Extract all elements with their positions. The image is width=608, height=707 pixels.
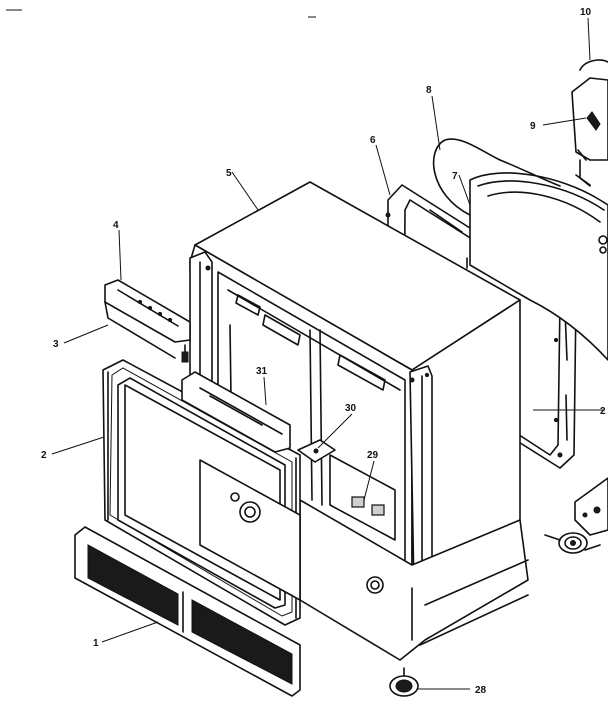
leader-6 [375, 144, 391, 196]
leader-4 [118, 229, 122, 281]
bracket-part-30 [297, 439, 336, 463]
picture-tube-part-7 [469, 172, 608, 361]
callout-2: 2 [41, 450, 47, 461]
leader-5 [231, 171, 259, 211]
leader-31 [263, 376, 267, 406]
callout-31: 31 [256, 366, 268, 377]
inner-front-panel [199, 459, 301, 601]
callout-8: 8 [426, 85, 432, 96]
callout-10: 10 [580, 7, 592, 18]
callout-28: 28 [475, 685, 487, 696]
callout-30: 30 [345, 403, 357, 414]
callout-3: 3 [53, 339, 59, 350]
control-panel-part-31 [181, 371, 291, 453]
leader-2 [51, 436, 105, 455]
leader-9 [542, 117, 587, 126]
speaker-grille-part-1 [74, 526, 301, 697]
leader-8 [431, 95, 441, 151]
leader-10 [587, 17, 591, 61]
leader-1 [101, 621, 159, 643]
top-bracket-part-4-3 [104, 279, 191, 359]
leader-3 [63, 324, 109, 344]
cabinet-part-5 [189, 181, 529, 661]
caster-part-28 [389, 667, 419, 697]
chassis-part-right [574, 477, 608, 536]
screw-part [181, 344, 189, 363]
callout-6: 6 [370, 135, 376, 146]
leader-29 [363, 460, 375, 501]
bracket-part-9-10 [571, 59, 608, 187]
callout-9: 9 [530, 121, 536, 132]
speaker-part [544, 532, 601, 554]
callout-2-right: 2 [600, 406, 606, 417]
callout-4: 4 [113, 220, 119, 231]
leader-7 [458, 174, 471, 206]
degaussing-coil-part-8 [432, 138, 561, 216]
callout-5: 5 [226, 168, 232, 179]
leader-30 [317, 413, 353, 449]
callout-1: 1 [93, 638, 99, 649]
callout-7: 7 [452, 171, 458, 182]
callout-29: 29 [367, 450, 379, 461]
